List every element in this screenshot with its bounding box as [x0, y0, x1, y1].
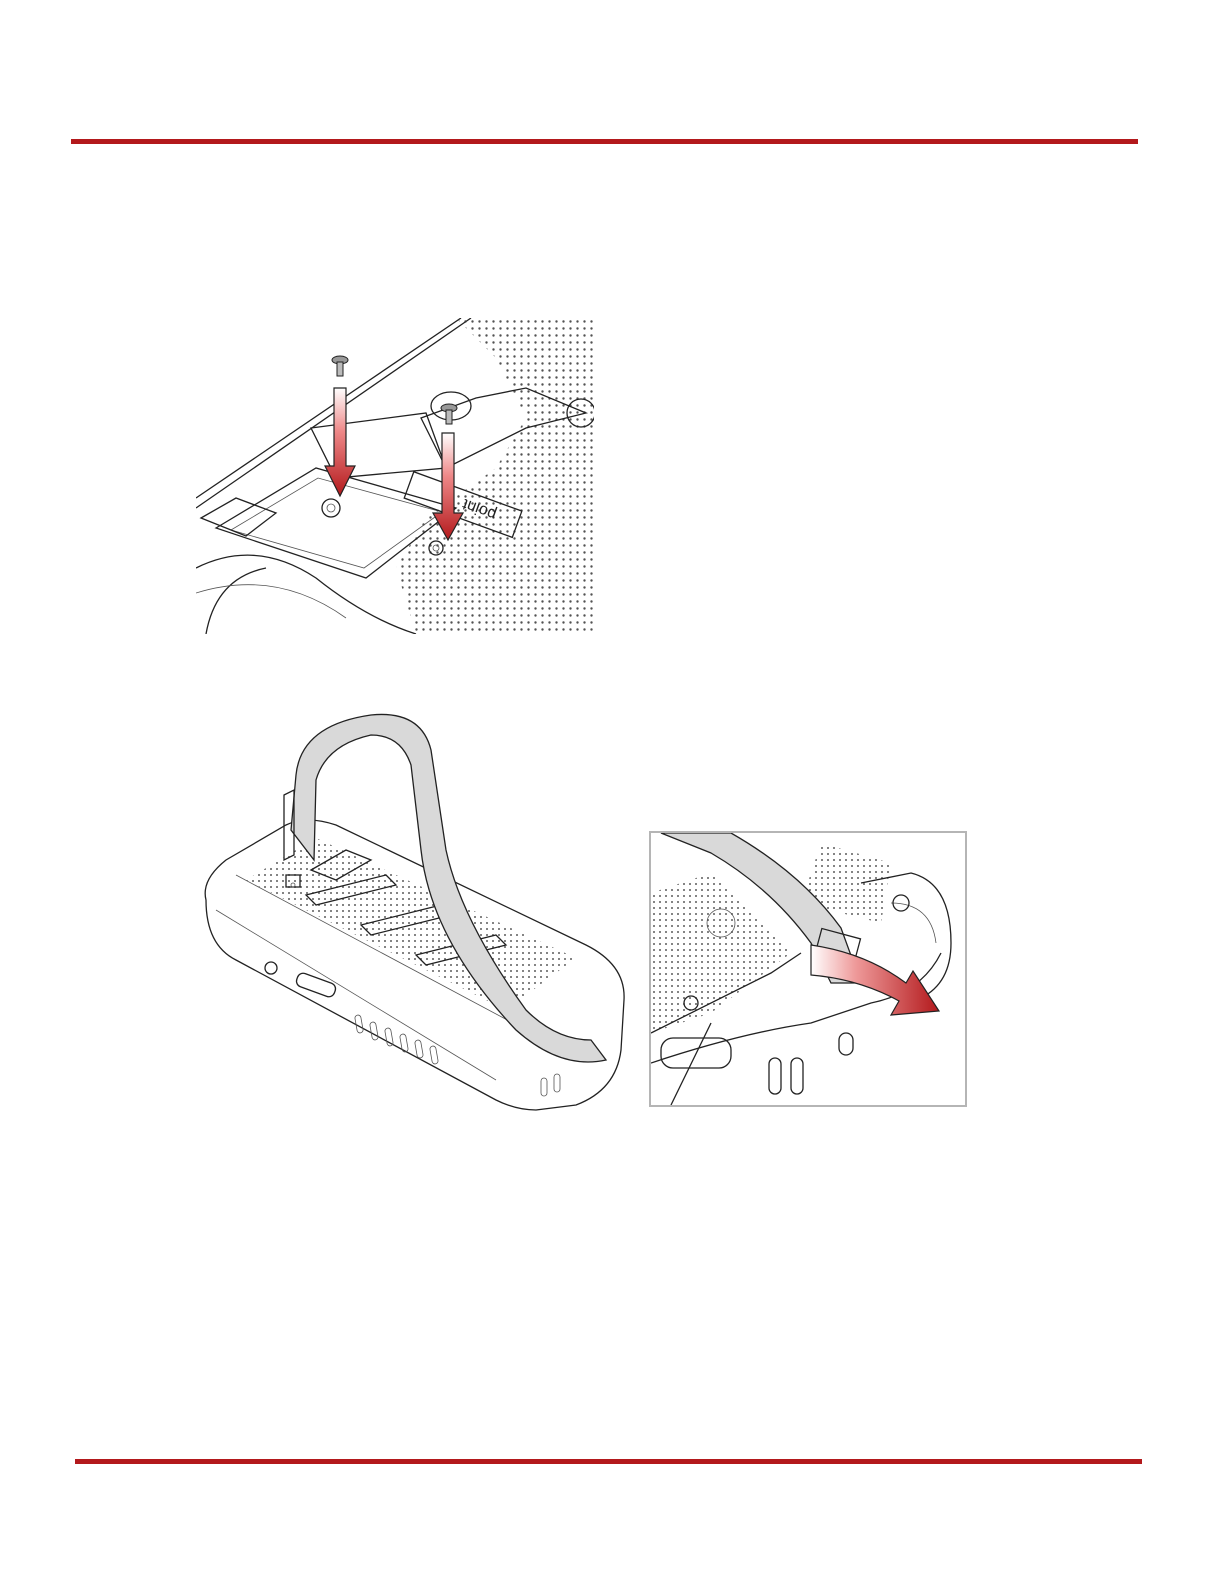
down-arrow-icon — [325, 388, 355, 496]
figure-screw-install: point — [196, 318, 594, 634]
figure-strap-detail — [649, 831, 967, 1107]
strap-detail-illustration — [651, 833, 965, 1105]
header-rule — [71, 139, 1138, 144]
hand-strap-illustration — [196, 710, 632, 1116]
screw-install-illustration: point — [196, 318, 594, 634]
figure-hand-strap — [196, 710, 632, 1116]
screw-icon — [441, 404, 457, 424]
footer-rule — [75, 1459, 1142, 1464]
screw-icon — [332, 356, 348, 376]
